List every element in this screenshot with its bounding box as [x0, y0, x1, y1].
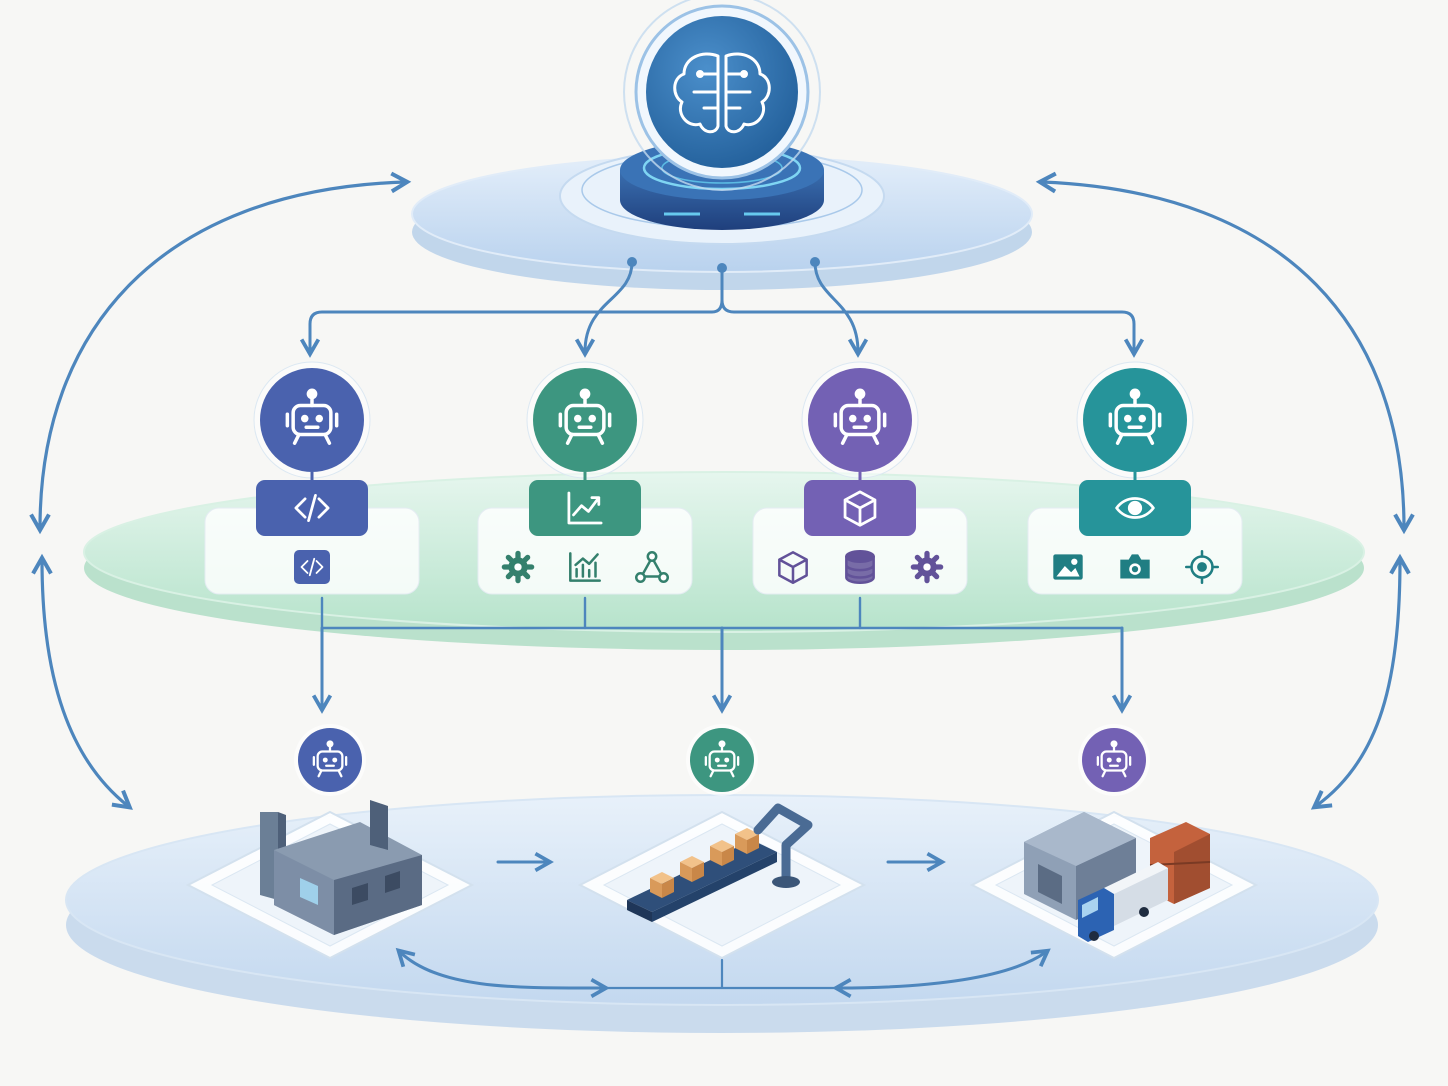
right-upper-arc-arrow	[1035, 171, 1415, 535]
middle-to-bottom-connectors	[311, 596, 1133, 714]
robot-icon	[558, 388, 612, 445]
brain-icon	[673, 52, 771, 134]
network-icon	[634, 551, 670, 583]
agent-column	[752, 361, 968, 595]
target-icon	[1184, 549, 1220, 585]
station-agent-avatar	[690, 728, 754, 792]
gear-icon	[910, 550, 944, 584]
factory-icon	[260, 800, 422, 935]
bottom-loop-arrow-left	[395, 947, 610, 999]
robot-icon	[312, 740, 348, 778]
bottom-flow-arrows	[395, 851, 1051, 999]
top-to-middle-connectors	[299, 257, 1145, 358]
camera-icon	[1120, 554, 1150, 579]
station	[577, 724, 867, 960]
left-lower-arc-arrow	[31, 553, 133, 810]
agent-column	[204, 361, 420, 595]
eye-icon	[1115, 497, 1155, 519]
gear-icon	[501, 550, 535, 584]
bottom-loop-arrow-right	[832, 948, 1051, 999]
robot-icon	[1108, 388, 1162, 445]
cube-icon	[843, 490, 877, 527]
station-agent-avatar	[298, 728, 362, 792]
station-agent-avatar	[1082, 728, 1146, 792]
database-icon	[845, 549, 875, 585]
bottom-stations	[185, 724, 1259, 960]
agent-avatar	[808, 368, 912, 472]
cube-icon	[778, 551, 808, 585]
agent-avatar	[1083, 368, 1187, 472]
warehouse-truck-icon	[1024, 812, 1211, 942]
robot-icon	[1096, 740, 1132, 778]
bar-chart-icon	[569, 552, 601, 582]
agent-column	[1027, 361, 1243, 595]
robot-icon	[704, 740, 740, 778]
agent-avatar	[260, 368, 364, 472]
code-icon	[294, 493, 330, 523]
robot-icon	[285, 388, 339, 445]
station	[185, 724, 475, 960]
station	[969, 724, 1259, 960]
conveyor-robot-arm-icon	[627, 803, 813, 922]
agent-avatar	[533, 368, 637, 472]
right-lower-arc-arrow	[1310, 553, 1411, 810]
middle-agents	[204, 361, 1243, 595]
agent-column	[477, 361, 693, 595]
feedback-arcs	[29, 171, 1415, 810]
robot-icon	[833, 388, 887, 445]
code-icon	[300, 557, 324, 577]
line-chart-icon	[567, 491, 603, 525]
image-icon	[1053, 554, 1083, 580]
central-ai-node	[559, 0, 885, 245]
left-upper-arc-arrow	[29, 171, 412, 535]
